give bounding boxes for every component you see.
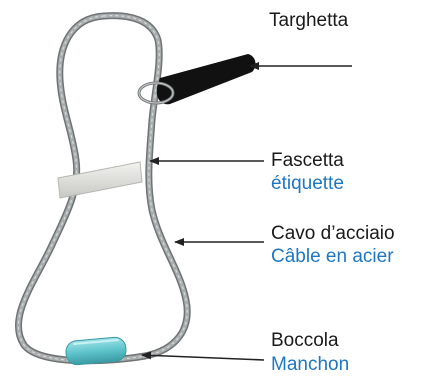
- band-label-french: étiquette: [271, 173, 344, 194]
- ferrule: [65, 336, 127, 365]
- band-label: Fascetta: [271, 150, 344, 171]
- tag-label: Targhetta: [269, 10, 348, 31]
- cable-label-french: Câble en acier: [271, 246, 394, 267]
- leader-arrows: [142, 66, 352, 360]
- band: [58, 162, 142, 198]
- ferrule-label-french: Manchon: [271, 354, 349, 375]
- cable-label: Cavo d’acciaio: [271, 223, 395, 244]
- arrow-ferrule: [142, 355, 264, 360]
- ferrule-label: Boccola: [271, 330, 339, 351]
